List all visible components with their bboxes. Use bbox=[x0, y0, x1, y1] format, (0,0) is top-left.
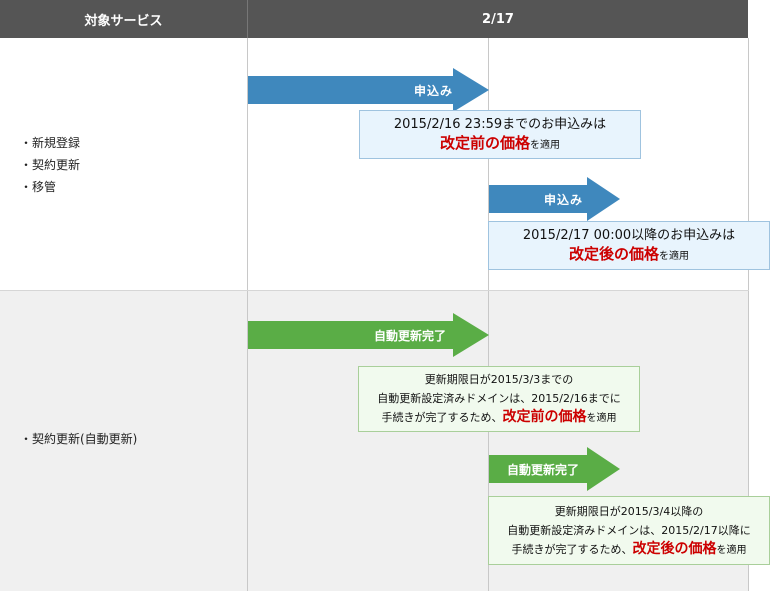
note-before-suffix: を適用 bbox=[530, 139, 560, 151]
note-after-line2: 改定後の価格を適用 bbox=[489, 245, 769, 266]
note-auto-after-suffix: を適用 bbox=[716, 544, 747, 556]
note-before-emphasis: 改定前の価格 bbox=[439, 133, 530, 152]
auto-renew-arrow-before-label: 自動更新完了 bbox=[374, 328, 447, 343]
service-item-new: ・新規登録 bbox=[20, 136, 81, 150]
section-divider bbox=[0, 290, 749, 291]
note-before-price: 2015/2/16 23:59までのお申込みは 改定前の価格を適用 bbox=[359, 110, 641, 159]
header-col-service: 対象サービス bbox=[0, 0, 247, 38]
green-arrow-shape bbox=[248, 313, 489, 357]
header-date-label: 2/17 bbox=[482, 11, 514, 27]
note-auto-after: 更新期限日が2015/3/4以降の 自動更新設定済みドメインは、2015/2/1… bbox=[488, 496, 770, 565]
blue-arrow-shape bbox=[489, 177, 620, 221]
note-after-suffix: を適用 bbox=[659, 250, 689, 262]
date-boundary-line bbox=[488, 38, 489, 591]
note-after-emphasis: 改定後の価格 bbox=[568, 244, 659, 263]
note-auto-after-line2: 自動更新設定済みドメインは、2015/2/17以降に bbox=[507, 523, 751, 537]
apply-arrow-before-label: 申込み bbox=[414, 83, 454, 98]
note-auto-before-line2: 自動更新設定済みドメインは、2015/2/16までに bbox=[377, 392, 621, 405]
note-after-price: 2015/2/17 00:00以降のお申込みは 改定後の価格を適用 bbox=[488, 221, 770, 270]
auto-renew-arrow-before: 自動更新完了 bbox=[248, 313, 489, 357]
apply-arrow-before: 申込み bbox=[248, 68, 489, 112]
service-item-auto-renew: ・契約更新(自動更新) bbox=[20, 432, 138, 446]
auto-renew-arrow-after-label: 自動更新完了 bbox=[507, 462, 580, 477]
column-divider bbox=[247, 38, 248, 591]
note-auto-before-emphasis: 改定前の価格 bbox=[502, 409, 587, 425]
note-auto-after-line3a: 手続きが完了するため、 bbox=[511, 542, 633, 556]
blue-arrow-shape bbox=[248, 68, 489, 112]
apply-arrow-after-label: 申込み bbox=[544, 192, 584, 207]
note-auto-before: 更新期限日が2015/3/3までの 自動更新設定済みドメインは、2015/2/1… bbox=[358, 366, 640, 432]
note-auto-after-emphasis: 改定後の価格 bbox=[632, 540, 717, 557]
right-border-line bbox=[748, 38, 749, 591]
note-auto-before-suffix: を適用 bbox=[586, 413, 617, 424]
service-list-1: ・新規登録 ・契約更新 ・移管 bbox=[20, 132, 80, 198]
service-item-transfer: ・移管 bbox=[20, 180, 57, 194]
note-before-line1: 2015/2/16 23:59までのお申込みは bbox=[393, 116, 607, 132]
auto-renew-arrow-after: 自動更新完了 bbox=[489, 447, 620, 491]
service-item-renew: ・契約更新 bbox=[20, 158, 81, 172]
header-service-label: 対象サービス bbox=[84, 13, 163, 29]
note-auto-after-line3: 手続きが完了するため、改定後の価格を適用 bbox=[489, 540, 769, 560]
note-before-line2: 改定前の価格を適用 bbox=[360, 134, 640, 155]
note-auto-before-line1: 更新期限日が2015/3/3までの bbox=[424, 373, 574, 386]
header-col-date: 2/17 bbox=[248, 0, 748, 38]
service-list-2: ・契約更新(自動更新) bbox=[20, 428, 137, 450]
note-auto-before-line3: 手続きが完了するため、改定前の価格を適用 bbox=[359, 408, 639, 428]
header-divider bbox=[247, 0, 248, 38]
note-after-line1: 2015/2/17 00:00以降のお申込みは bbox=[522, 227, 736, 243]
note-auto-before-line3a: 手続きが完了するため、 bbox=[381, 411, 503, 424]
apply-arrow-after: 申込み bbox=[489, 177, 620, 221]
note-auto-after-line1: 更新期限日が2015/3/4以降の bbox=[554, 504, 704, 518]
green-arrow-shape bbox=[489, 447, 620, 491]
